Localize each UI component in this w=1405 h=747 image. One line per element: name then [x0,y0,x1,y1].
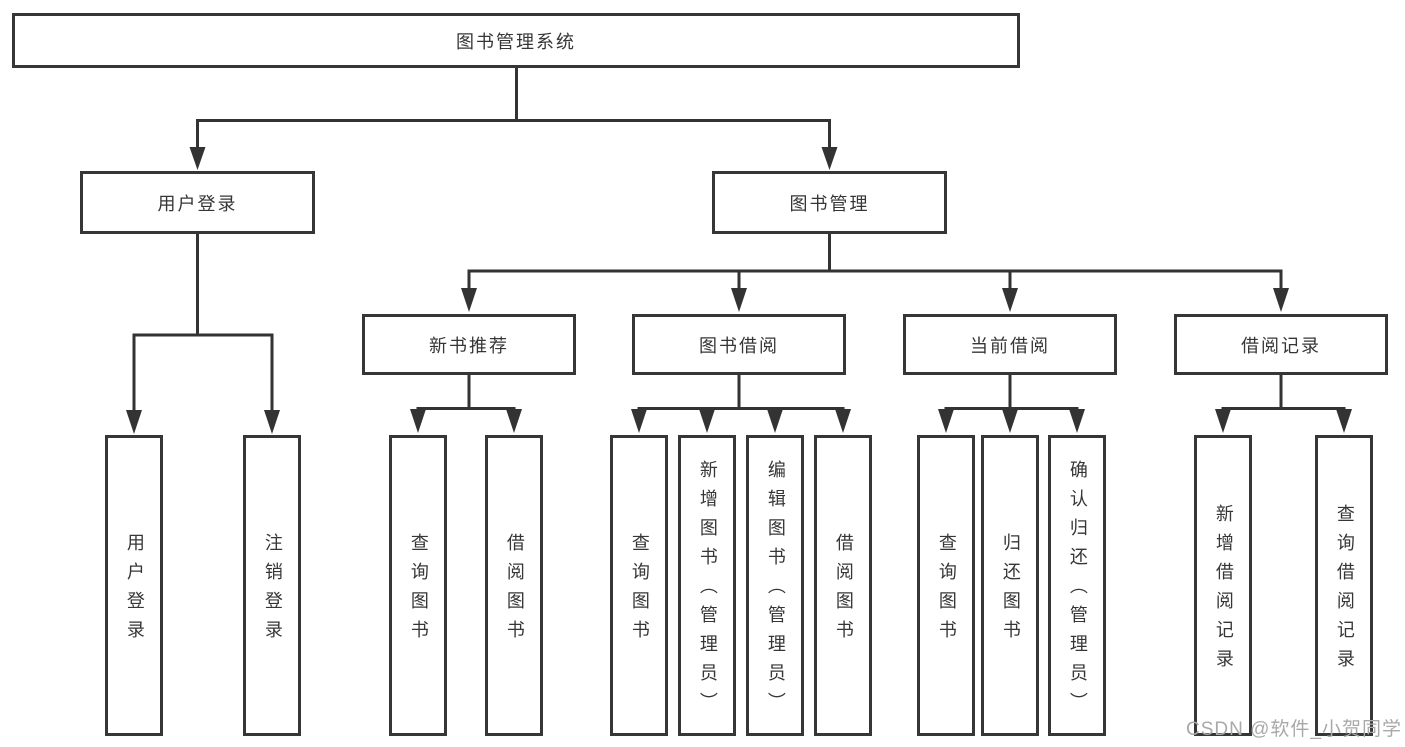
edge-level1-connector [196,119,831,150]
node-query-books-2: 查询图书 [610,435,668,736]
node-borrow-books-2-label: 借阅图书 [833,532,854,649]
arrowhead-into-user-login [189,147,206,170]
node-query-books-1-label: 查询图书 [408,532,429,649]
node-borrow-books-1: 借阅图书 [485,435,543,736]
node-book-management: 图书管理 [712,171,947,234]
arrowhead-into-new-book-recommendation [461,288,477,312]
node-return-books-label: 归还图书 [1000,532,1021,649]
node-add-borrow-record: 新增借阅记录 [1194,435,1252,736]
arrowhead-into-logout-leaf [264,410,280,434]
arrowhead-into-add-borrow-record [1215,409,1231,433]
node-user-login-leaf-label: 用户登录 [124,532,145,649]
arrowhead-into-edit-books-admin [767,409,783,433]
arrowhead-into-borrowing-records [1273,288,1289,312]
node-query-books-3-label: 查询图书 [936,532,957,649]
edge-user-login-children-connector [132,333,274,411]
node-edit-books-admin: 编辑图书（管理员） [746,435,804,736]
node-query-books-2-label: 查询图书 [629,532,650,649]
node-borrow-books-1-label: 借阅图书 [504,532,525,649]
node-add-books-admin-label: 新增图书（管理员） [697,460,718,721]
arrowhead-into-current-borrowing [1002,288,1018,312]
node-logout-leaf-label: 注销登录 [262,532,283,649]
node-borrow-books-2: 借阅图书 [814,435,872,736]
node-current-borrowing: 当前借阅 [903,314,1117,375]
arrowhead-into-book-management [821,147,838,170]
node-add-books-admin: 新增图书（管理员） [678,435,736,736]
node-confirm-return-admin-label: 确认归还（管理员） [1067,460,1088,721]
node-confirm-return-admin: 确认归还（管理员） [1048,435,1106,736]
arrowhead-into-confirm-return-admin [1069,409,1085,433]
node-borrowing-records: 借阅记录 [1174,314,1388,375]
arrowhead-into-borrow-books-2 [835,409,851,433]
arrowhead-into-query-books-3 [938,409,954,433]
csdn-watermark: CSDN @软件_小贺同学 [1186,719,1402,740]
node-user-login: 用户登录 [80,171,315,234]
arrowhead-into-query-borrow-record [1336,409,1352,433]
node-logout-leaf: 注销登录 [243,435,301,736]
arrowhead-into-query-books-1 [410,409,426,433]
arrowhead-into-query-books-2 [631,409,647,433]
node-query-books-1: 查询图书 [389,435,447,736]
arrowhead-into-book-borrowing [731,288,747,312]
edge-level2-connector [467,269,1283,293]
node-query-borrow-record: 查询借阅记录 [1315,435,1373,736]
arrowhead-into-add-books-admin [699,409,715,433]
arrowhead-into-borrow-books-1 [506,409,522,433]
node-new-book-recommendation: 新书推荐 [362,314,576,375]
arrowhead-into-return-books [1002,409,1018,433]
node-book-borrowing: 图书借阅 [632,314,846,375]
node-user-login-leaf: 用户登录 [105,435,163,736]
node-query-books-3: 查询图书 [917,435,975,736]
node-add-borrow-record-label: 新增借阅记录 [1213,503,1234,678]
arrowhead-into-user-login-leaf [126,410,142,434]
node-library-management-system: 图书管理系统 [12,13,1020,68]
node-query-borrow-record-label: 查询借阅记录 [1334,503,1355,678]
node-edit-books-admin-label: 编辑图书（管理员） [765,460,786,721]
node-return-books: 归还图书 [981,435,1039,736]
